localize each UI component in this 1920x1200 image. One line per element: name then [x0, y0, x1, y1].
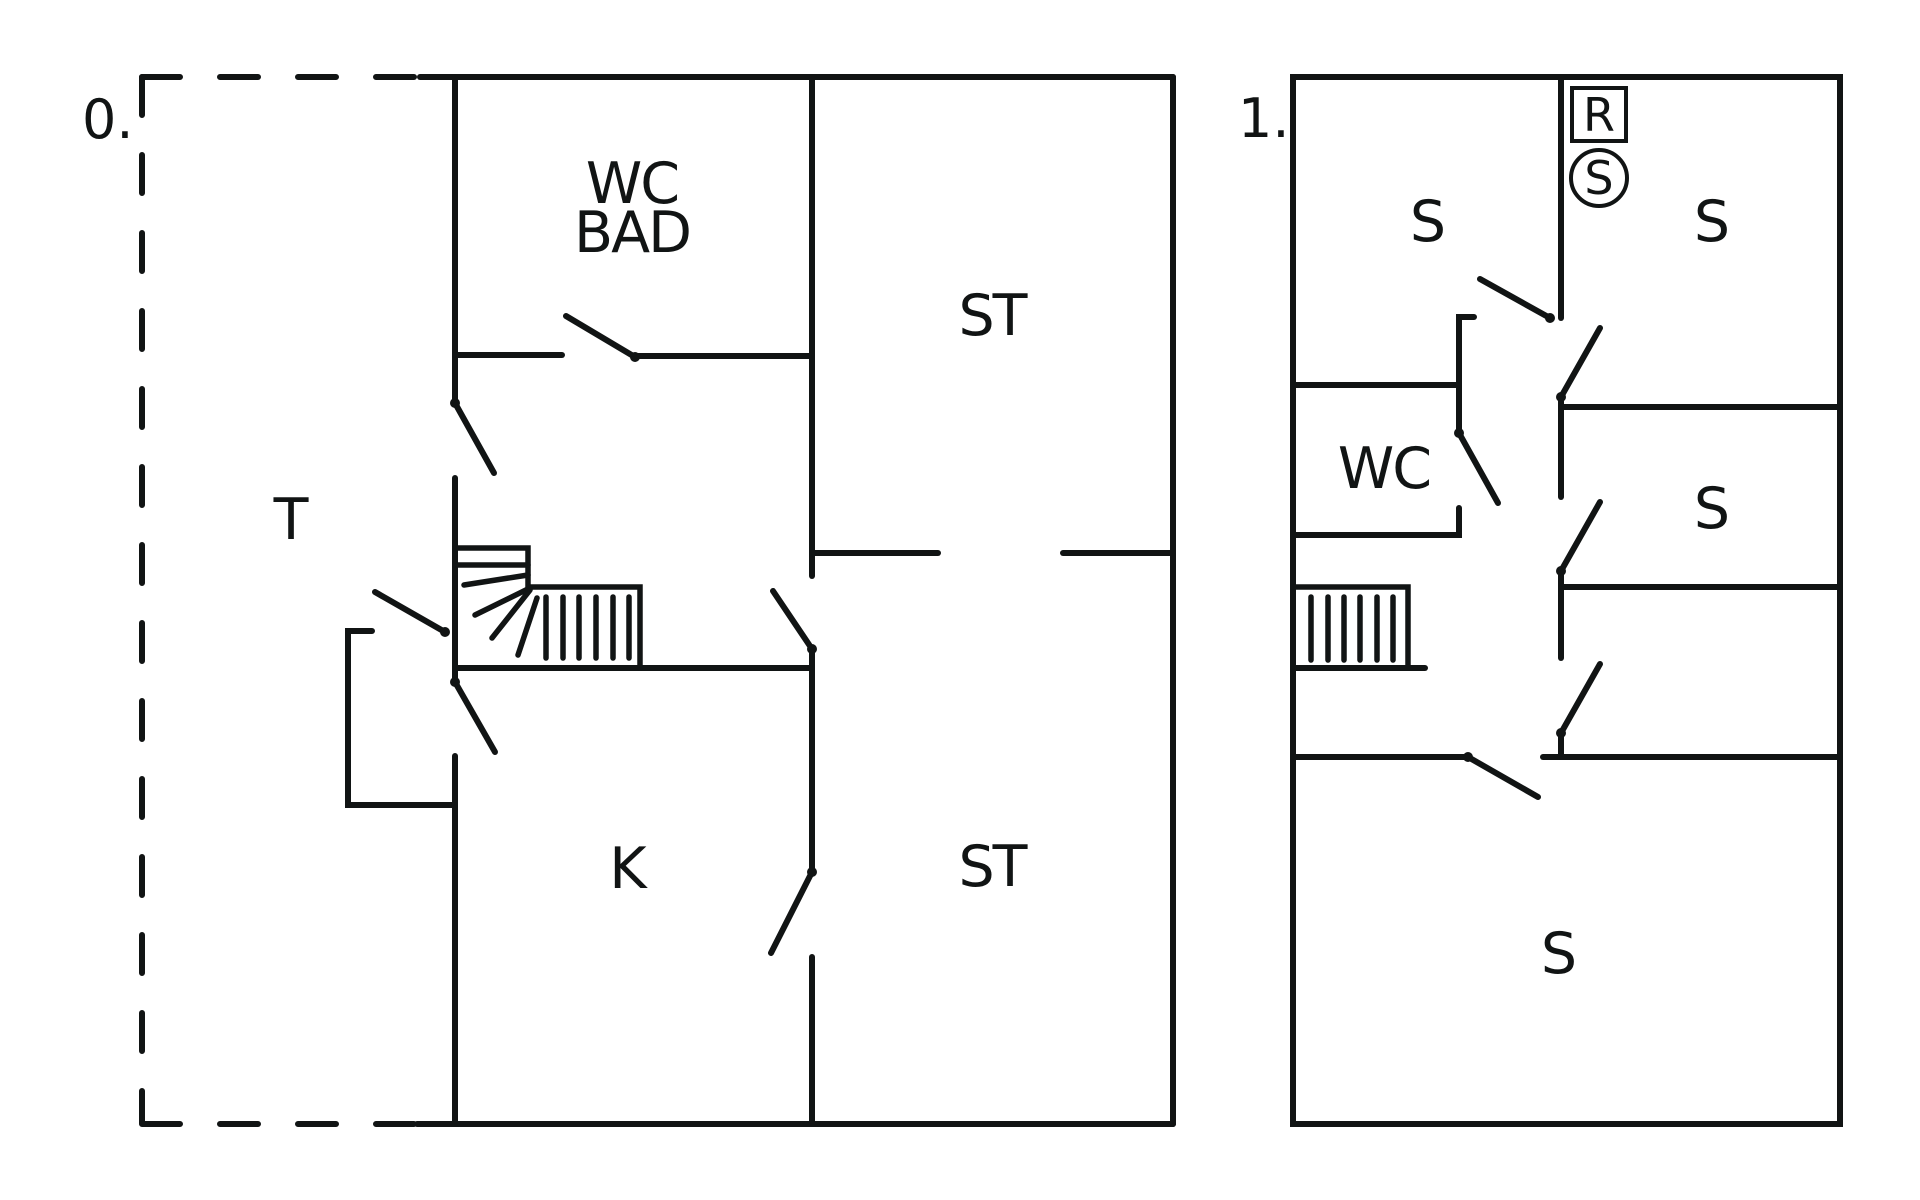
- door-room-bottom: [1465, 754, 1541, 800]
- room-label-living-upper: ST: [959, 283, 1028, 349]
- stair-tread: [489, 587, 533, 641]
- door-terrace-upper: [452, 400, 497, 476]
- door-room-top-right: [1558, 325, 1603, 400]
- hinge: [807, 867, 817, 877]
- wall-wc-bottom: [1290, 505, 1462, 538]
- boxed-symbol-frame: [1570, 86, 1628, 143]
- floor-1-label: 1.: [1238, 87, 1290, 150]
- door-living-lower: [768, 869, 815, 956]
- floor-1-doors: [1454, 276, 1603, 800]
- hinge: [1556, 392, 1566, 402]
- door-bath: [563, 313, 638, 360]
- room-label-wc: WC: [1338, 436, 1430, 502]
- hinge: [630, 352, 640, 362]
- hinge: [1454, 428, 1464, 438]
- room-label-wc: WC: [586, 151, 678, 217]
- door-room-top-left: [1477, 276, 1553, 321]
- hinge: [1556, 566, 1566, 576]
- floor-1-interior-walls: [1290, 74, 1843, 760]
- room-label-mid-right: S: [1694, 476, 1728, 542]
- boxed-symbol-r: R: [1583, 88, 1615, 142]
- floor-0-outer-walls: [414, 74, 1176, 1127]
- door-terrace-lower: [452, 679, 498, 755]
- floor-0-interior-walls: [345, 74, 1176, 1127]
- entrance-porch-wall: [345, 628, 458, 808]
- circled-symbol-s: S: [1584, 151, 1613, 205]
- hinge: [1556, 728, 1566, 738]
- door-living-upper: [770, 588, 815, 652]
- door-entrance: [372, 589, 448, 635]
- hinge: [440, 627, 450, 637]
- floor-1-outer-walls: [1290, 74, 1843, 1127]
- room-label-living-lower: ST: [959, 834, 1028, 900]
- floor-0-label: 0.: [82, 88, 134, 151]
- floor-1-symbols: R S: [1569, 86, 1629, 208]
- hinge: [450, 677, 460, 687]
- room-label-bottom: S: [1541, 921, 1575, 987]
- wall-wc-right-upper: [1456, 314, 1477, 436]
- floor-1-staircase: [1290, 584, 1428, 671]
- floor-0: 0.: [82, 74, 1176, 1127]
- room-label-bad: BAD: [574, 200, 690, 266]
- hinge: [807, 644, 817, 654]
- hinge: [450, 398, 460, 408]
- stair-outline: [1290, 584, 1411, 671]
- hinge: [1463, 752, 1473, 762]
- stair-tread: [472, 585, 533, 618]
- circled-symbol-frame: [1569, 148, 1629, 208]
- room-label-kitchen: K: [609, 836, 648, 902]
- hinge: [1545, 313, 1555, 323]
- floor-1: 1.: [1238, 74, 1843, 1127]
- room-label-top-right: S: [1694, 189, 1728, 255]
- stair-tread: [515, 595, 540, 658]
- floor-0-doors: [372, 313, 817, 956]
- door-room-lower-right: [1558, 661, 1603, 736]
- stair-tread: [461, 572, 531, 588]
- door-room-mid-right: [1558, 499, 1603, 574]
- floor-0-staircase: [452, 545, 643, 671]
- door-wc: [1456, 430, 1501, 506]
- room-label-top-left: S: [1410, 189, 1444, 255]
- terrace-outline: [139, 74, 423, 1127]
- room-label-terrace: T: [273, 487, 309, 553]
